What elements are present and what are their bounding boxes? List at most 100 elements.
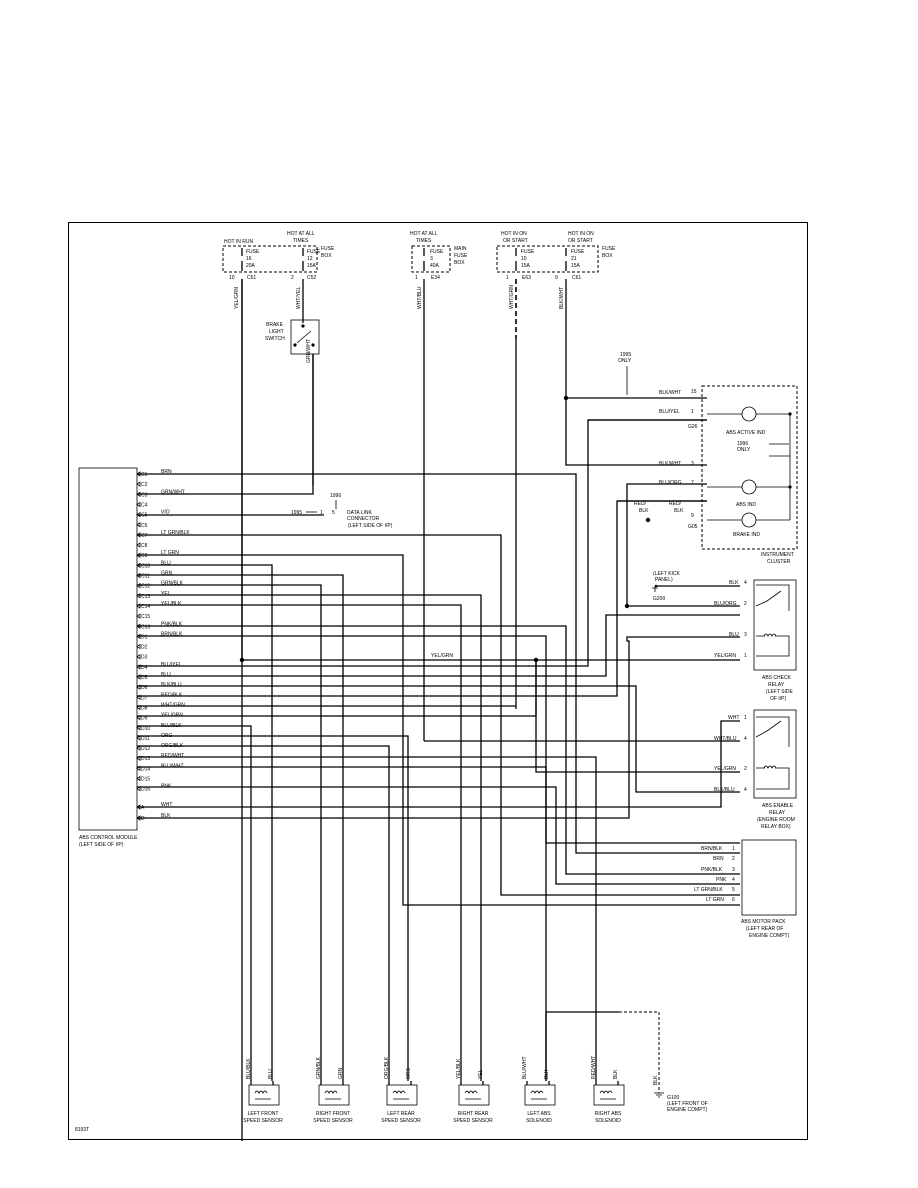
pin-label: D14 — [141, 766, 150, 772]
wire — [137, 625, 740, 875]
sensor-name: LEFT ABS — [527, 1111, 551, 1117]
pin-label: C9 — [141, 553, 148, 559]
diagram-sheet: HOT IN RUN HOT AT ALL TIMES FUSE BOX FUS… — [68, 222, 808, 1141]
pin-label: C10 — [141, 563, 150, 569]
svg-text:15: 15 — [691, 389, 697, 395]
svg-text:2: 2 — [732, 856, 735, 862]
svg-text:1: 1 — [732, 846, 735, 852]
svg-text:1: 1 — [744, 653, 747, 659]
svg-text:16: 16 — [246, 256, 252, 262]
pin-label: D15 — [141, 777, 150, 783]
splice-dot — [563, 395, 569, 401]
svg-text:1996: 1996 — [330, 493, 341, 499]
svg-text:CLUSTER: CLUSTER — [767, 559, 791, 565]
pin-wire-label: BLU/YEL — [161, 662, 182, 668]
pin-label: C8 — [141, 543, 148, 549]
pin-wire-label: LT GRN/BLK — [161, 530, 190, 536]
pin-wire-label: LT GRN — [161, 550, 179, 556]
sensor-name: LEFT FRONT — [248, 1111, 279, 1117]
sensor-name: SPEED SENSOR — [453, 1118, 493, 1124]
svg-text:(LEFT SIDE OF I/P): (LEFT SIDE OF I/P) — [79, 842, 124, 848]
pin-label: D1 — [141, 634, 148, 640]
pin-wire-label: PNK/BLK — [161, 621, 183, 627]
pin-label: D10 — [141, 726, 150, 732]
wire — [137, 554, 740, 906]
pin-label: D5 — [141, 675, 148, 681]
svg-text:CONNECTOR: CONNECTOR — [347, 516, 380, 522]
svg-text:15A: 15A — [307, 263, 317, 269]
pin-wire-label: BLU — [161, 672, 171, 678]
svg-text:FUSE: FUSE — [571, 249, 585, 255]
wire-label: WHT/BLU — [417, 286, 423, 309]
svg-text:LT GRN: LT GRN — [706, 897, 724, 903]
wire — [137, 604, 462, 1081]
wire — [626, 483, 740, 607]
fuse-circuit-label: 10 — [229, 275, 235, 281]
sensor-wire-label: BLK — [613, 1069, 619, 1079]
pin-label: D13 — [141, 756, 150, 762]
svg-text:RELAY: RELAY — [769, 810, 786, 816]
pin-wire-label: BLK — [161, 813, 171, 819]
svg-text:BRAKE IND: BRAKE IND — [733, 532, 760, 538]
sensor-wire-label: BLU — [268, 1069, 274, 1079]
svg-text:RELAY: RELAY — [768, 682, 785, 688]
pin-label: C1 — [141, 472, 148, 478]
svg-text:BLK/BLU: BLK/BLU — [714, 787, 735, 793]
svg-text:G200: G200 — [653, 596, 665, 602]
svg-text:RED/: RED/ — [634, 501, 647, 507]
svg-text:1: 1 — [691, 409, 694, 415]
pin-marker — [136, 582, 141, 589]
splice-dot — [239, 657, 245, 663]
pin-label: D12 — [141, 746, 150, 752]
svg-text:5: 5 — [332, 510, 335, 516]
wire — [137, 473, 740, 854]
fuse-box-right: HOT IN ON OR START HOT IN ON OR START FU… — [496, 231, 616, 281]
sensor-wire-label: BLU/WHT — [522, 1057, 528, 1080]
pin-marker — [136, 501, 141, 508]
wire — [137, 756, 597, 1081]
pin-wire-label: RED/BLK — [161, 692, 183, 698]
pin-marker — [136, 735, 141, 741]
svg-text:BOX: BOX — [454, 260, 465, 266]
ground-g100: BLK G100 (LEFT FRONT OF ENGINE COMPT) — [619, 1011, 708, 1113]
pin-label: D16 — [141, 787, 150, 793]
svg-text:ABS ENABLE: ABS ENABLE — [762, 803, 794, 809]
pin-label: D8 — [141, 705, 148, 711]
abs-check-relay: ABS CHECK RELAY (LEFT SIDE OF I/P) (LEFT… — [652, 571, 797, 702]
fuse-hot-label: TIMES — [293, 238, 309, 244]
wire-label: YEL/GRN — [431, 653, 453, 659]
svg-text:YEL/GRN: YEL/GRN — [714, 653, 736, 659]
pin-marker — [136, 725, 141, 731]
svg-text:2: 2 — [291, 275, 294, 281]
pin-label: D — [141, 816, 145, 822]
svg-text:2: 2 — [744, 766, 747, 772]
fuse-box-label: BOX — [321, 253, 332, 259]
svg-text:9: 9 — [691, 513, 694, 519]
svg-text:RED/: RED/ — [669, 501, 682, 507]
pin-label: C15 — [141, 614, 150, 620]
abs-motor-pack: ABS MOTOR PACK (LEFT REAR OF ENGINE COMP… — [741, 839, 797, 939]
wire-label: WHT/YEL — [296, 287, 302, 309]
svg-text:1995: 1995 — [620, 352, 631, 358]
pin-wire-label: GRN/WHT — [161, 489, 185, 495]
fuse-circuit-label: C61 — [247, 275, 256, 281]
wire — [137, 500, 707, 697]
data-link-connector: 1995 1 1996 5 DATA LINK CONNECTOR (LEFT … — [291, 493, 393, 529]
wire — [137, 735, 409, 1081]
pin-wire-label: VIO — [161, 510, 170, 516]
pin-label: C13 — [141, 594, 150, 600]
svg-text:HOT IN ON: HOT IN ON — [568, 231, 594, 237]
wiring-diagram: HOT IN RUN HOT AT ALL TIMES FUSE BOX FUS… — [75, 231, 798, 1141]
svg-text:3: 3 — [691, 461, 694, 467]
wire-label: YEL/GRN — [234, 287, 240, 309]
svg-text:(ENGINE ROOM: (ENGINE ROOM — [757, 817, 795, 823]
sensor-wire-label: RED/WHT — [591, 1056, 597, 1079]
svg-text:ENGINE COMPT): ENGINE COMPT) — [667, 1107, 708, 1113]
wire — [545, 1011, 619, 1081]
sensor-name: SPEED SENSOR — [313, 1118, 353, 1124]
pin-label: D7 — [141, 695, 148, 701]
pin-label: D11 — [141, 736, 150, 742]
svg-text:FUSE: FUSE — [454, 253, 468, 259]
